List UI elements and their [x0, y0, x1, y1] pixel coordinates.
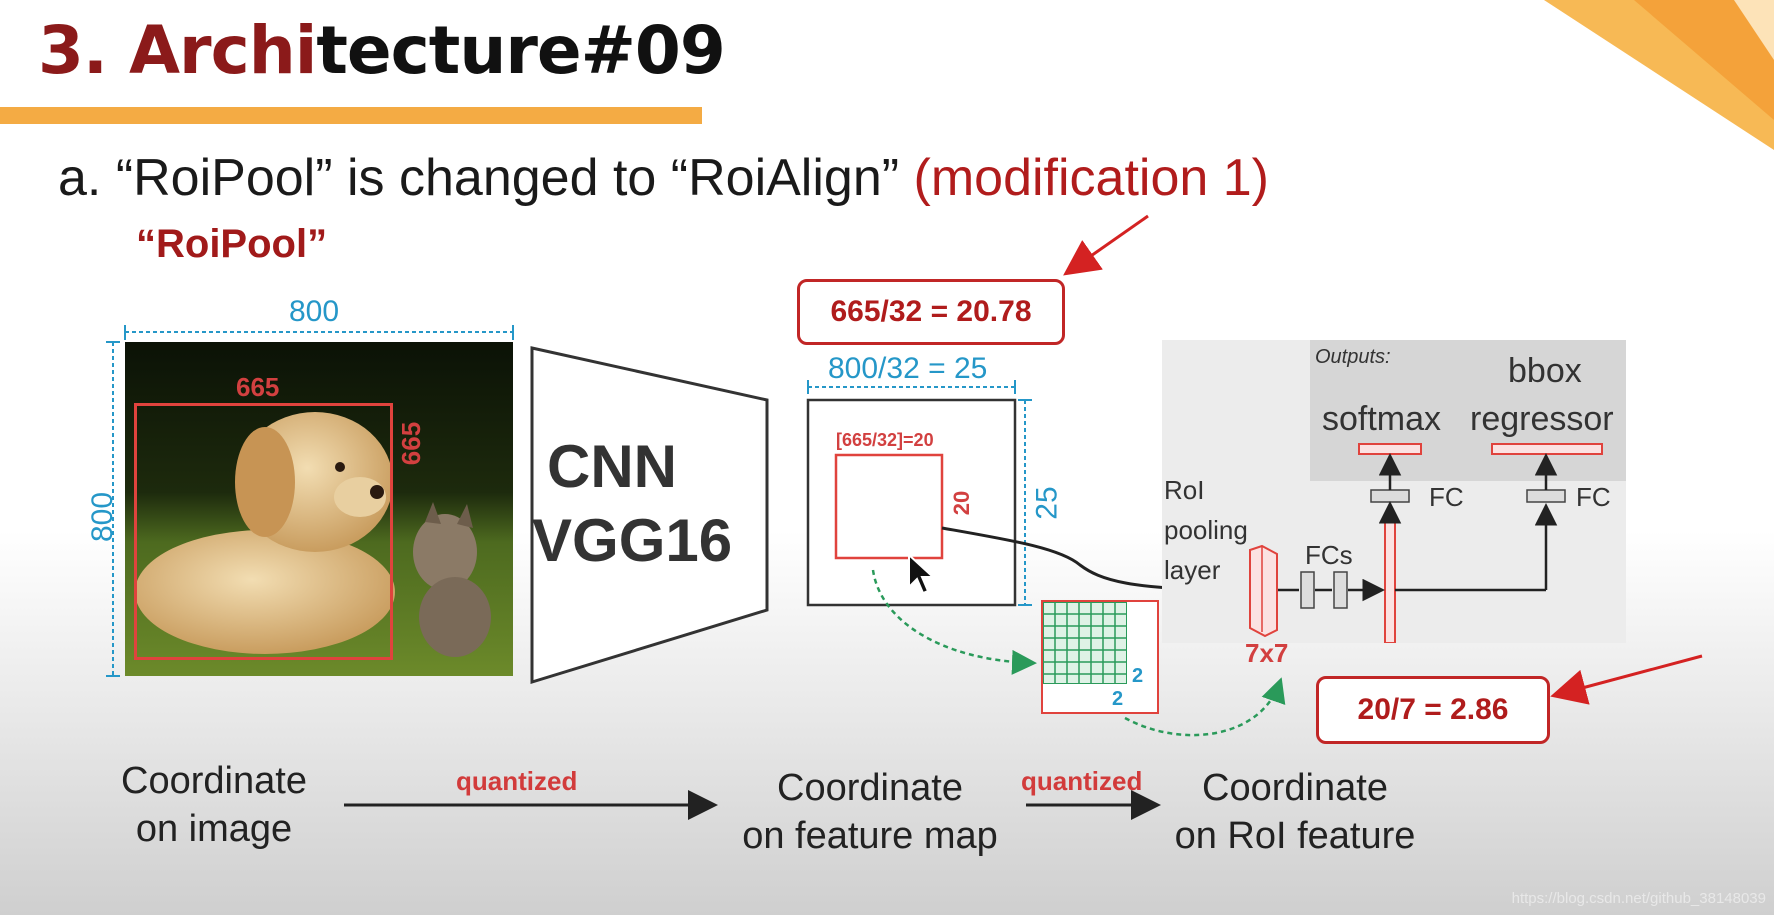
grid-cell-height-label: 2: [1132, 665, 1144, 687]
title-part-black: tecture#09: [316, 12, 725, 89]
image-roi-box: [134, 403, 393, 660]
flow-step-image-line1: Coordinate: [121, 760, 307, 802]
flow-step-feature-map: Coordinate on feature map: [720, 764, 1020, 860]
flow-step-feature-line1: Coordinate: [777, 767, 963, 809]
roi-width-label: 665: [236, 372, 280, 402]
fc-label-softmax: FC: [1429, 482, 1464, 512]
bbox-label-line1: bbox: [1508, 352, 1582, 390]
mouse-cursor-icon: [908, 553, 936, 595]
pooling-grid: [1043, 602, 1127, 684]
image-height-label: 800: [86, 491, 120, 543]
pool-size-label: 7x7: [1245, 638, 1289, 668]
cnn-label: CNN VGG16: [532, 430, 733, 578]
roi-pooling-label: RoI pooling layer: [1164, 470, 1248, 590]
feature-roi-label: [665/32]=20: [836, 430, 934, 450]
callout-pool-scale: 20/7 = 2.86: [1316, 676, 1550, 744]
bbox-label-line2: regressor: [1470, 400, 1614, 438]
roi-pooling-line2: pooling: [1164, 515, 1248, 545]
flow-step-image: Coordinate on image: [104, 757, 324, 853]
fcs-label: FCs: [1305, 540, 1353, 570]
flow-arrow1-label: quantized: [456, 766, 578, 796]
roi-pooling-line1: RoI: [1164, 475, 1205, 505]
input-image: [125, 342, 513, 676]
corner-decoration: [1544, 0, 1774, 150]
subtitle: a. “RoiPool” is changed to “RoiAlign” (m…: [58, 148, 1269, 208]
flow-arrow2-label: quantized: [1021, 766, 1143, 796]
flow-step-roi-line2: on RoI feature: [1174, 815, 1416, 857]
slide-title: 3. Architecture#09: [38, 8, 726, 94]
subtitle-text: a. “RoiPool” is changed to “RoiAlign”: [58, 149, 900, 207]
section-label: “RoiPool”: [136, 222, 328, 266]
image-width-label: 800: [289, 295, 340, 328]
flow-step-roi-feature: Coordinate on RoI feature: [1150, 764, 1440, 860]
network-head-graph: [1249, 443, 1603, 643]
cnn-trapezoid: [530, 346, 769, 685]
roi-height-label: 665: [396, 421, 427, 466]
grid-cell-width-label: 2: [1112, 688, 1124, 710]
title-part-red: 3. Archi: [38, 12, 317, 89]
feature-roi-side-label: 20: [949, 490, 975, 516]
cnn-line2: VGG16: [532, 507, 733, 574]
softmax-label: softmax: [1322, 400, 1442, 438]
watermark: https://blog.csdn.net/github_38148039: [1511, 890, 1766, 907]
feature-roi-box: [834, 453, 944, 560]
outputs-label: Outputs:: [1315, 346, 1391, 368]
feature-height-label: 25: [1030, 486, 1064, 520]
outputs-panel: [1310, 340, 1626, 481]
fc-label-bbox: FC: [1576, 482, 1611, 512]
subtitle-highlight: (modification 1): [913, 149, 1269, 207]
cnn-line1: CNN: [547, 433, 677, 500]
flow-step-feature-line2: on feature map: [742, 815, 998, 857]
feature-width-label: 800/32 = 25: [828, 352, 988, 385]
roi-pooling-line3: layer: [1164, 555, 1221, 585]
flow-step-image-line2: on image: [135, 808, 293, 850]
title-underline-bar: [0, 107, 702, 124]
callout-feature-scale: 665/32 = 20.78: [797, 279, 1065, 345]
dog-and-kitten-photo: [125, 342, 513, 676]
flow-step-roi-line1: Coordinate: [1202, 767, 1388, 809]
